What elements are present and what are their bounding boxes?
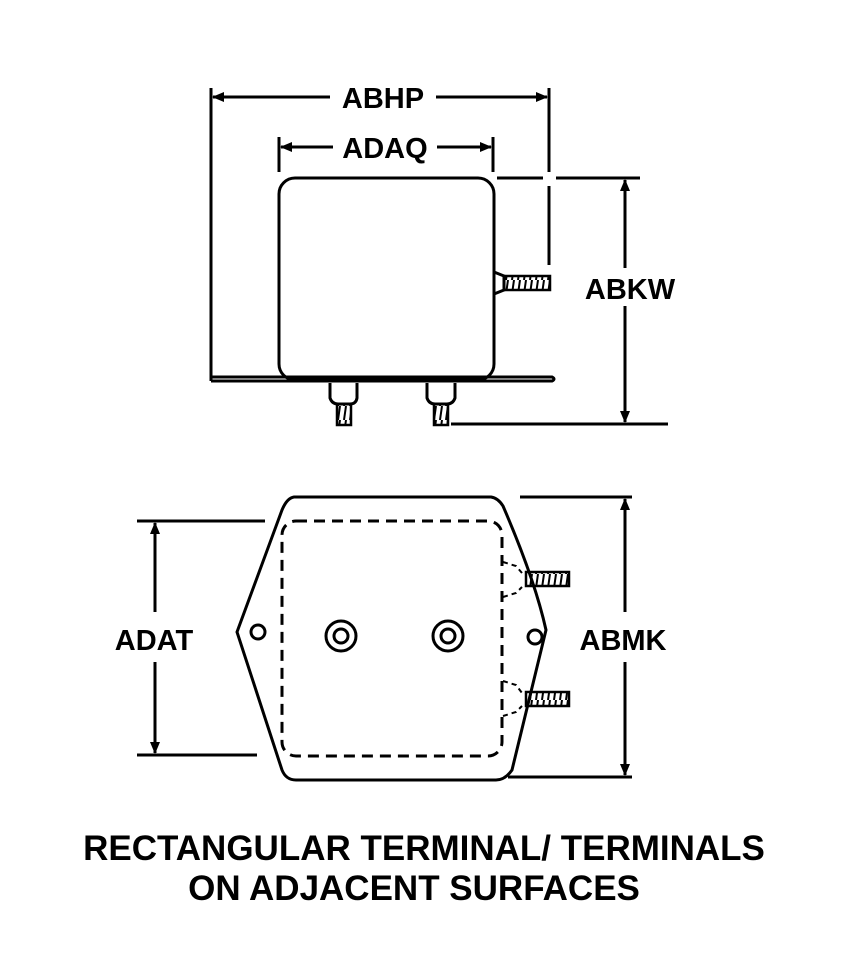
terminal-stud	[324, 619, 358, 653]
dimension-label-abkw: ABKW	[585, 274, 676, 306]
hidden-terminal-base	[502, 561, 523, 598]
dimension-label-abhp: ABHP	[342, 83, 424, 115]
side-terminal	[524, 570, 571, 588]
bottom-terminal	[425, 383, 457, 427]
hidden-terminal-base	[502, 680, 523, 717]
component-body	[277, 176, 496, 382]
dimension-label-adaq: ADAQ	[342, 133, 427, 165]
mounting-plate	[211, 375, 556, 383]
dimension-label-abmk: ABMK	[580, 625, 667, 657]
top-view: ABHP ADAQ ABKW	[209, 83, 676, 427]
mounting-hole	[526, 628, 544, 646]
mounting-flange	[235, 495, 548, 782]
hidden-body-outline	[280, 519, 504, 758]
caption-line-1: RECTANGULAR TERMINAL/ TERMINALS	[83, 829, 765, 868]
bottom-terminal	[328, 383, 359, 427]
caption-line-2: ON ADJACENT SURFACES	[188, 869, 640, 908]
dimension-label-adat: ADAT	[115, 625, 194, 657]
terminal-stud	[431, 619, 465, 653]
mounting-hole	[249, 623, 267, 641]
bottom-view: ADAT ABMK	[115, 495, 667, 782]
side-terminal	[502, 274, 552, 292]
side-terminal	[524, 690, 571, 708]
